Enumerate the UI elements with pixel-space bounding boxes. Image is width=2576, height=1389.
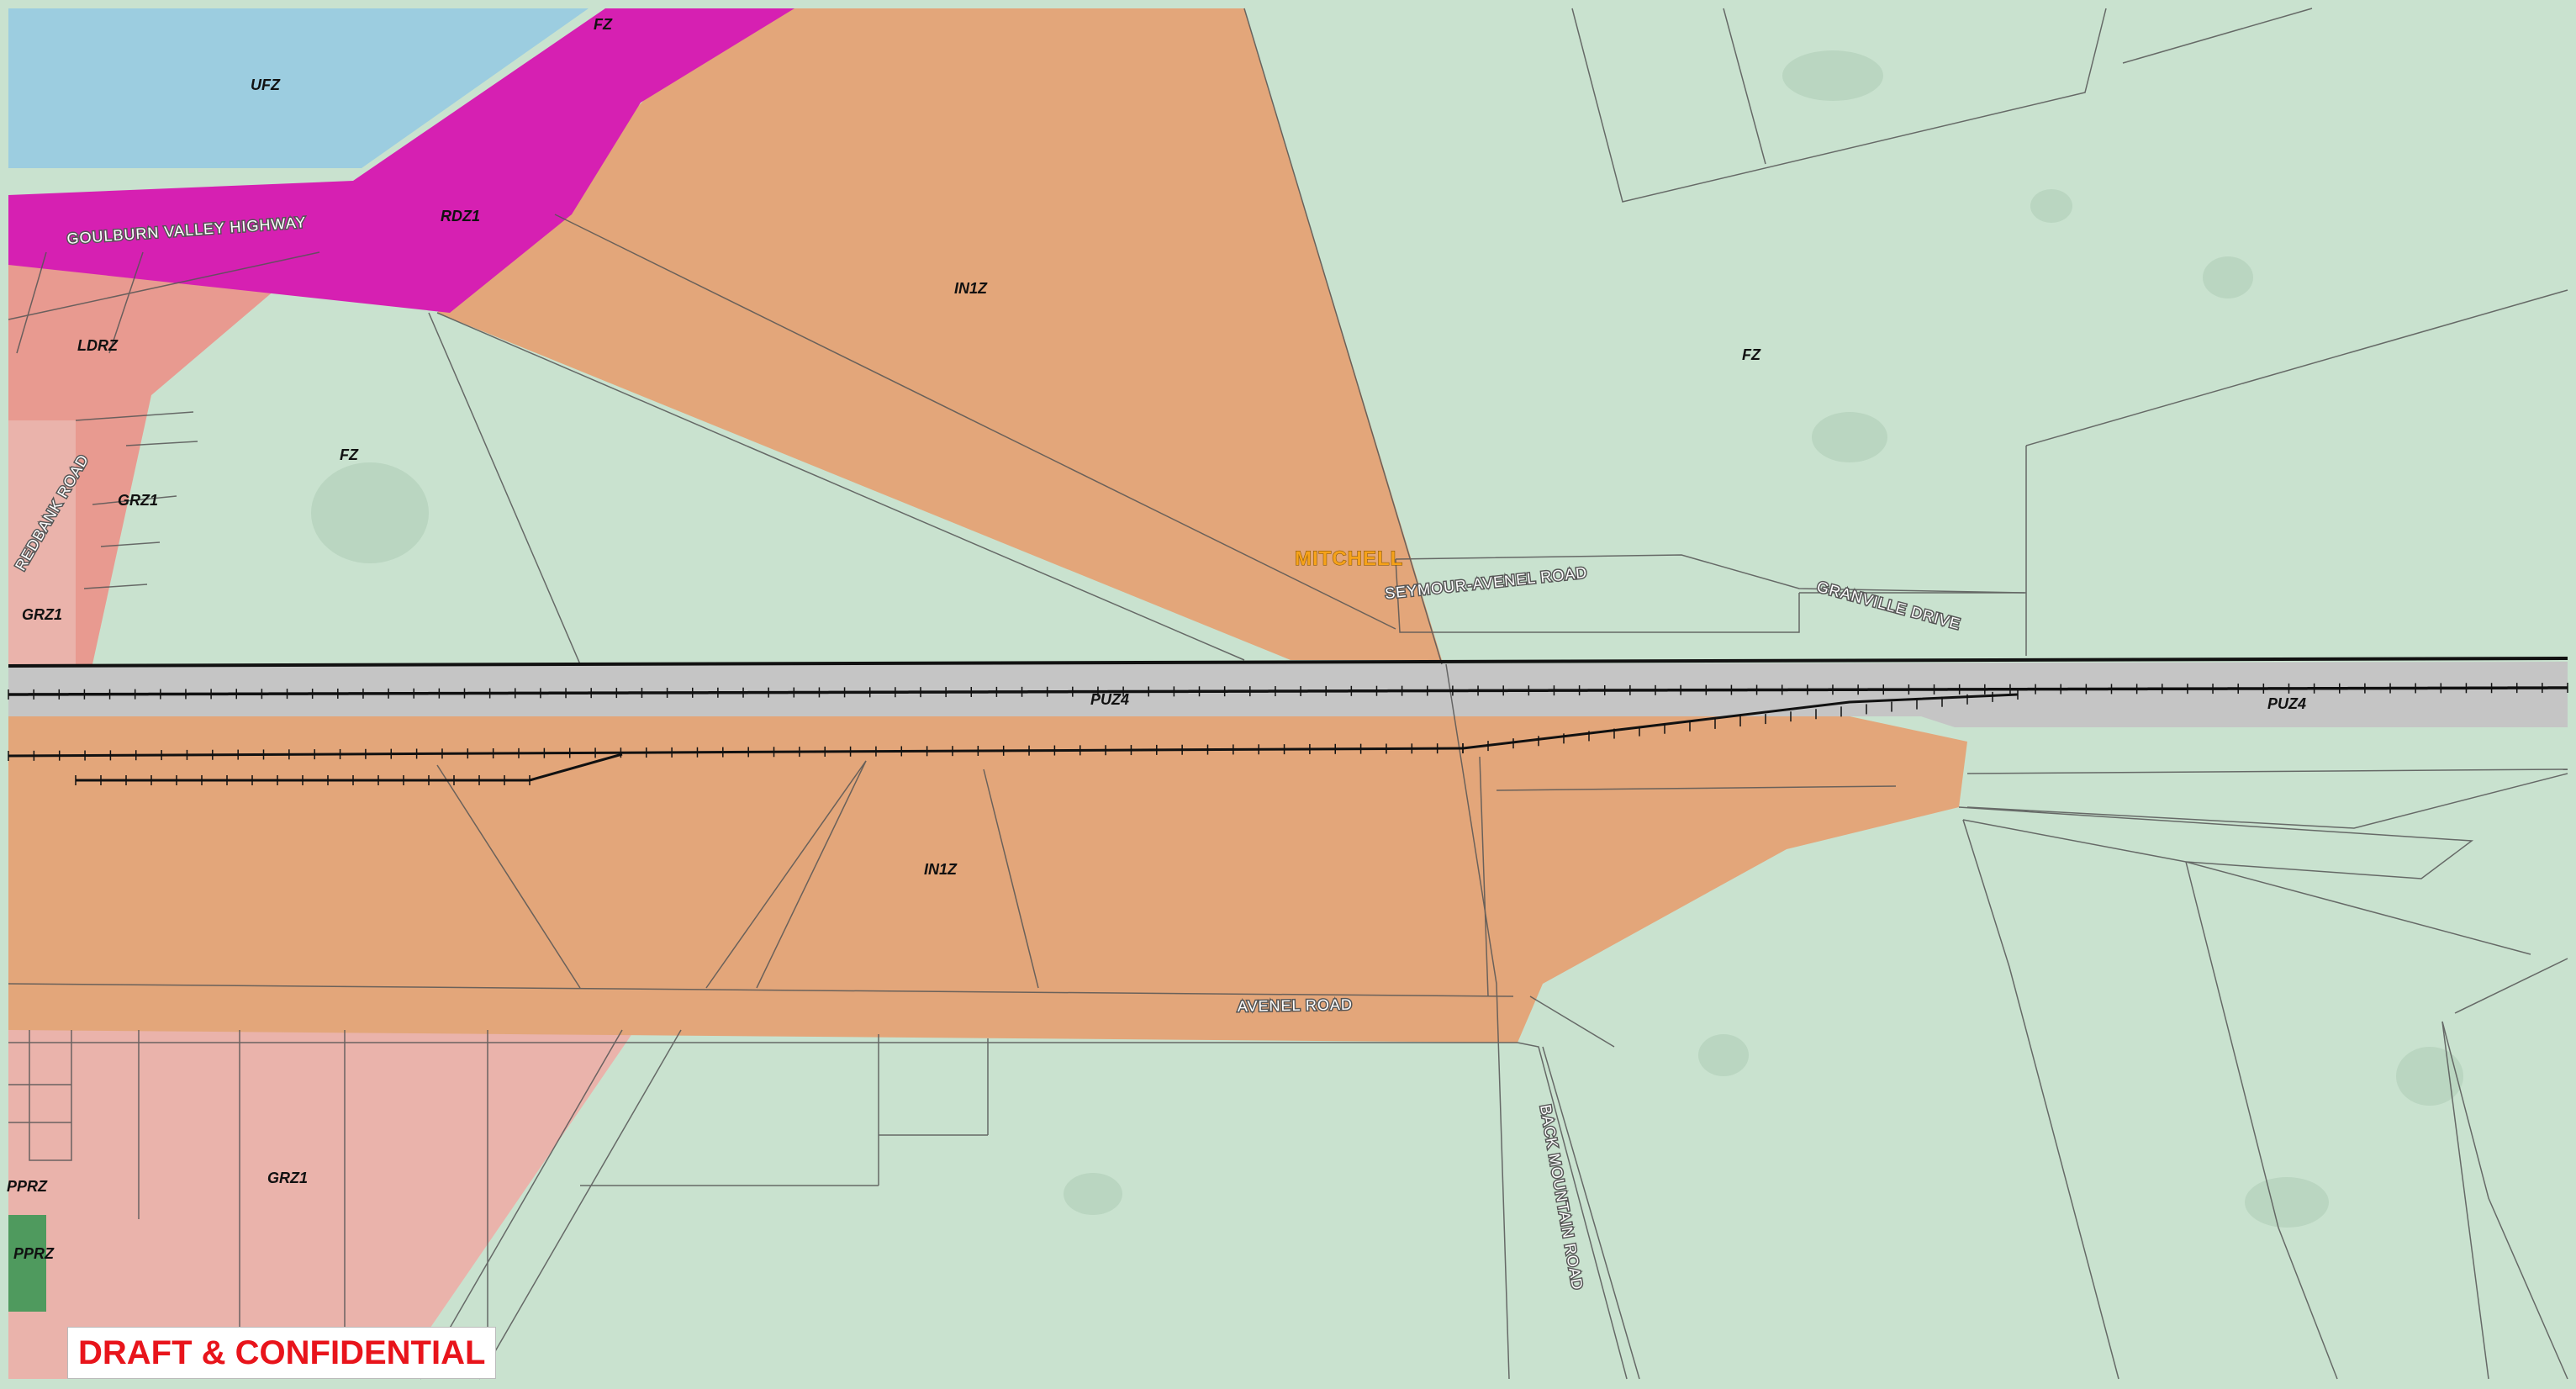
- zone-label-fz-west: FZ: [340, 446, 359, 463]
- zone-ufz: [8, 8, 589, 168]
- zone-grz1-north: [8, 420, 76, 664]
- draft-confidential-stamp: DRAFT & CONFIDENTIAL: [67, 1327, 497, 1379]
- zone-label-puz4-east: PUZ4: [2267, 695, 2306, 712]
- aerial-texture: [311, 50, 2463, 1228]
- zone-label-pprz-lower: PPRZ: [13, 1245, 55, 1262]
- zone-label-in1z-south: IN1Z: [924, 861, 958, 878]
- railway-ticks: [8, 683, 2568, 785]
- zone-label-grz1-lower: GRZ1: [22, 606, 62, 623]
- zone-pprz: [8, 1215, 46, 1312]
- draft-confidential-text: DRAFT & CONFIDENTIAL: [78, 1334, 486, 1371]
- zone-label-fz-east: FZ: [1742, 346, 1761, 363]
- parcel-lines: [8, 8, 2568, 1380]
- zone-rdz1: [8, 8, 794, 313]
- zone-label-pprz-upper: PPRZ: [7, 1178, 48, 1195]
- railway-tracks: [8, 657, 2568, 782]
- zone-label-in1z-north: IN1Z: [954, 280, 988, 297]
- zone-label-grz1-south: GRZ1: [267, 1170, 308, 1186]
- zone-label-grz1-upper: GRZ1: [118, 492, 158, 509]
- zone-label-rdz1: RDZ1: [441, 208, 480, 224]
- zone-label-ldrz: LDRZ: [77, 337, 119, 354]
- place-label-mitchell: MITCHELL: [1295, 547, 1403, 570]
- zone-puz4: [8, 662, 2568, 727]
- zone-ldrz: [8, 252, 319, 664]
- zone-label-fz-top: FZ: [594, 16, 613, 33]
- road-label-avenel-road: AVENEL ROAD: [1238, 996, 1353, 1015]
- zone-in1z-south: [8, 716, 1967, 1043]
- zone-label-ufz: UFZ: [251, 77, 281, 93]
- zone-label-puz4-west: PUZ4: [1090, 691, 1129, 708]
- zone-grz1-south: [8, 1030, 635, 1379]
- zone-in1z-north: [437, 8, 1442, 660]
